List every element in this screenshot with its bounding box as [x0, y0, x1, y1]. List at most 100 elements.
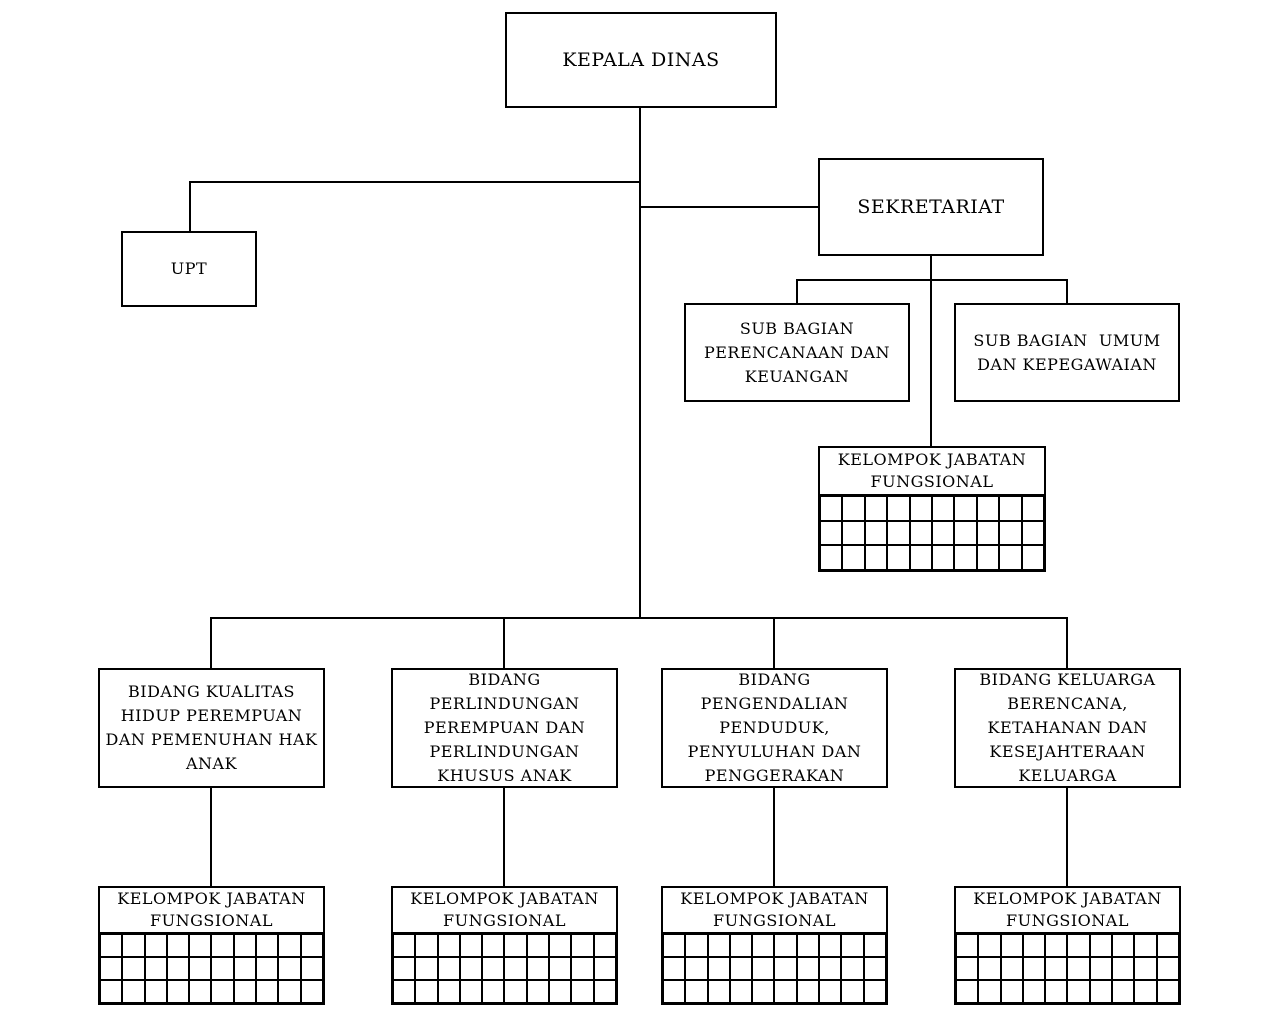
node-kelompok-fungsional-4: KELOMPOK JABATAN FUNGSIONAL	[954, 886, 1181, 1005]
fungsional-grid-cell	[278, 980, 301, 1003]
fungsional-grid-cell	[504, 957, 527, 980]
fungsional-grid-cell	[415, 980, 438, 1003]
fungsional-grid-cell	[437, 957, 460, 980]
fungsional-grid-cell	[571, 980, 594, 1003]
fungsional-grid-cell	[707, 980, 730, 1003]
fungsional-grid-cell	[211, 980, 234, 1003]
fungsional-grid-cell	[1156, 957, 1179, 980]
fungsional-grid-cell	[752, 980, 775, 1003]
fungsional-grid-cell	[1000, 934, 1023, 957]
node-bidang-kualitas-hidup: BIDANG KUALITAS HIDUP PEREMPUAN DAN PEME…	[98, 668, 325, 788]
fungsional-grid-cell	[1089, 934, 1113, 957]
fungsional-grid-cell	[1134, 934, 1157, 957]
fungsional-grid-cell	[864, 520, 888, 546]
kelompok-title-label: KELOMPOK JABATAN FUNGSIONAL	[680, 889, 869, 930]
fungsional-grid-cell	[300, 957, 323, 980]
fungsional-grid-cell	[820, 496, 843, 521]
fungsional-grid-cell	[819, 980, 842, 1003]
connector-sekretariat-down	[930, 255, 932, 281]
connector-bidang-horizontal	[210, 617, 1068, 619]
fungsional-grid-cell	[931, 545, 955, 570]
fungsional-grid-cell	[1045, 980, 1068, 1003]
fungsional-grid-cell	[189, 934, 212, 957]
fungsional-grid-cell	[1022, 980, 1046, 1003]
fungsional-grid-cell	[233, 980, 257, 1003]
fungsional-grid-cell	[1021, 520, 1044, 546]
fungsional-grid-cell	[437, 934, 460, 957]
fungsional-grid-cell	[189, 957, 212, 980]
fungsional-grid-cell	[707, 934, 730, 957]
fungsional-grid-cell	[1000, 980, 1023, 1003]
fungsional-grid-cell	[1045, 957, 1068, 980]
fungsional-grid-cell	[1022, 957, 1046, 980]
fungsional-grid-cell	[1021, 496, 1044, 521]
kelompok-title-label: KELOMPOK JABATAN FUNGSIONAL	[117, 889, 306, 930]
fungsional-grid-cell	[729, 980, 753, 1003]
node-kelompok-fungsional-sekretariat: KELOMPOK JABATAN FUNGSIONAL	[818, 446, 1046, 572]
fungsional-grid-cell	[166, 980, 190, 1003]
fungsional-grid	[100, 934, 323, 1003]
fungsional-grid-cell	[144, 934, 167, 957]
fungsional-grid-cell	[909, 496, 932, 521]
fungsional-grid-cell	[122, 957, 145, 980]
kelompok-title-label: KELOMPOK JABATAN FUNGSIONAL	[837, 450, 1027, 491]
fungsional-grid-cell	[752, 934, 775, 957]
fungsional-grid-cell	[415, 934, 438, 957]
fungsional-grid-cell	[1156, 934, 1179, 957]
fungsional-grid-cell	[100, 934, 123, 957]
kelompok-title-label: KELOMPOK JABATAN FUNGSIONAL	[973, 889, 1162, 930]
fungsional-grid-cell	[796, 934, 820, 957]
fungsional-grid-cell	[887, 520, 910, 546]
fungsional-grid-cell	[549, 980, 572, 1003]
fungsional-grid-cell	[549, 934, 572, 957]
fungsional-grid-cell	[976, 545, 1000, 570]
fungsional-grid-cell	[976, 496, 1000, 521]
connector-kelompok-sekretariat-vertical	[930, 279, 932, 448]
node-sub-bagian-umum-label: SUB BAGIAN UMUM DAN KEPEGAWAIAN	[973, 330, 1161, 374]
fungsional-grid-cell	[863, 980, 886, 1003]
fungsional-grid-cell	[954, 545, 977, 570]
node-bidang-pengendalian: BIDANG PENGENDALIAN PENDUDUK, PENYULUHAN…	[661, 668, 888, 788]
fungsional-grid-cell	[278, 957, 301, 980]
fungsional-grid-cell	[663, 980, 686, 1003]
fungsional-grid-cell	[1067, 934, 1090, 957]
fungsional-grid-cell	[774, 934, 797, 957]
kelompok-title-label: KELOMPOK JABATAN FUNGSIONAL	[410, 889, 599, 930]
node-bidang-kualitas-hidup-label: BIDANG KUALITAS HIDUP PEREMPUAN DAN PEME…	[105, 682, 318, 773]
fungsional-grid-cell	[144, 957, 167, 980]
kelompok-title: KELOMPOK JABATAN FUNGSIONAL	[393, 888, 616, 934]
node-bidang-perlindungan-label: BIDANG PERLINDUNGAN PEREMPUAN DAN PERLIN…	[423, 670, 586, 785]
node-kelompok-fungsional-1: KELOMPOK JABATAN FUNGSIONAL	[98, 886, 325, 1005]
fungsional-grid-cell	[841, 980, 864, 1003]
fungsional-grid-cell	[571, 934, 594, 957]
fungsional-grid-cell	[909, 545, 932, 570]
fungsional-grid-cell	[729, 957, 753, 980]
fungsional-grid-cell	[256, 934, 279, 957]
connector-bidang-2-vertical	[503, 617, 505, 670]
fungsional-grid-cell	[549, 957, 572, 980]
fungsional-grid-cell	[122, 980, 145, 1003]
fungsional-grid-cell	[999, 520, 1022, 546]
connector-subbagian-left-vertical	[796, 279, 798, 305]
fungsional-grid-cell	[707, 957, 730, 980]
fungsional-grid-cell	[1089, 957, 1113, 980]
fungsional-grid-cell	[144, 980, 167, 1003]
fungsional-grid-cell	[300, 934, 323, 957]
connector-kelompok-3-vertical	[773, 787, 775, 888]
fungsional-grid-cell	[1089, 980, 1113, 1003]
kelompok-title: KELOMPOK JABATAN FUNGSIONAL	[956, 888, 1179, 934]
fungsional-grid-cell	[999, 496, 1022, 521]
fungsional-grid	[820, 496, 1044, 570]
fungsional-grid-cell	[819, 957, 842, 980]
node-bidang-pengendalian-label: BIDANG PENGENDALIAN PENDUDUK, PENYULUHAN…	[687, 670, 862, 785]
fungsional-grid-cell	[459, 980, 483, 1003]
fungsional-grid-cell	[1112, 934, 1135, 957]
fungsional-grid-cell	[685, 934, 708, 957]
connector-sekretariat-horizontal	[640, 206, 818, 208]
fungsional-grid-cell	[864, 496, 888, 521]
fungsional-grid-cell	[842, 545, 865, 570]
connector-subbagian-right-vertical	[1066, 279, 1068, 305]
kelompok-title: KELOMPOK JABATAN FUNGSIONAL	[100, 888, 323, 934]
fungsional-grid-cell	[122, 934, 145, 957]
fungsional-grid-cell	[437, 980, 460, 1003]
